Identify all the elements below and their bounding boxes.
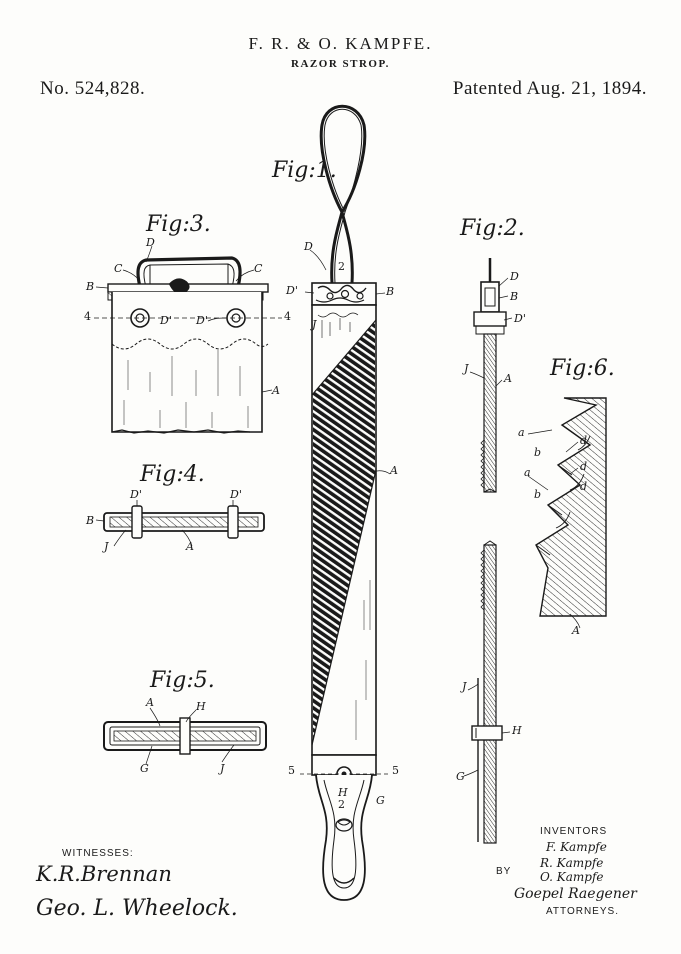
fig5-label-A: A: [146, 696, 154, 709]
fig5-cross-section: [103, 717, 267, 755]
fig3-label-D-prime-1: D': [160, 314, 172, 327]
attorneys-label: ATTORNEYS.: [546, 906, 619, 917]
fig6-label-d-3: d: [580, 480, 588, 493]
patent-number: No. 524,828.: [40, 78, 146, 99]
fig6-label-d-2: d: [580, 460, 588, 473]
fig1-label-D-prime: D': [286, 284, 298, 297]
fig1-label-G: G: [376, 794, 385, 807]
fig3-clamp-detail: [94, 256, 282, 434]
fig2-label-J-top: J: [464, 362, 469, 375]
inventor-signature-3: O. Kampfe: [540, 870, 604, 884]
fig3-label-C-left: C: [114, 262, 123, 275]
fig1-label-5-right: 5: [392, 764, 399, 777]
fig6-label-a-2: a: [524, 466, 531, 479]
fig4-caption: Fig:4.: [140, 462, 205, 487]
witnesses-label: WITNESSES:: [62, 848, 134, 859]
fig3-label-A: A: [272, 384, 280, 397]
fig3-label-C-right: C: [254, 262, 263, 275]
fig3-label-4-left: 4: [84, 310, 91, 323]
fig2-label-B: B: [510, 290, 519, 303]
fig1-label-J: J: [312, 318, 317, 331]
fig1-strop: [300, 104, 390, 901]
fig1-label-D: D: [304, 240, 313, 253]
patent-date: Patented Aug. 21, 1894.: [452, 78, 647, 99]
inventor-signature-1: F. Kampfe: [546, 840, 607, 854]
patent-inventors-header: F. R. & O. KAMPFE.: [248, 34, 433, 53]
fig3-caption: Fig:3.: [146, 212, 211, 237]
fig5-label-J: J: [220, 762, 225, 775]
fig6-caption: Fig:6.: [550, 356, 615, 381]
fig2-label-H: H: [512, 724, 522, 737]
attorney-signature: Goepel Raegener: [514, 886, 637, 902]
fig6-label-b-1: b: [534, 446, 542, 459]
fig1-label-2-top: 2: [338, 260, 345, 273]
fig4-label-D-prime-right: D': [230, 488, 242, 501]
fig6-label-b-2: b: [534, 488, 542, 501]
fig1-caption: Fig:1.: [272, 158, 337, 183]
fig6-label-A: A: [572, 624, 580, 637]
witness-signature-1: K.R.Brennan: [36, 862, 172, 886]
fig1-label-H: H: [338, 786, 348, 799]
witness-signature-2: Geo. L. Wheelock.: [36, 896, 238, 921]
fig2-label-A: A: [504, 372, 512, 385]
fig5-label-G: G: [140, 762, 149, 775]
fig5-caption: Fig:5.: [150, 668, 215, 693]
inventors-label: INVENTORS: [540, 826, 608, 837]
fig3-label-B: B: [86, 280, 95, 293]
fig4-label-D-prime-left: D': [130, 488, 142, 501]
leader-lines: [95, 245, 581, 777]
fig3-label-4-right: 4: [284, 310, 291, 323]
fig2-label-G: G: [456, 770, 465, 783]
fig1-label-B: B: [386, 285, 395, 298]
fig4-label-B: B: [86, 514, 95, 527]
fig4-cross-section: [103, 500, 265, 539]
patent-title: RAZOR STROP.: [291, 58, 390, 70]
fig6-label-d-1: d: [580, 434, 588, 447]
fig1-label-A: A: [390, 464, 398, 477]
fig3-label-D: D: [146, 236, 155, 249]
fig2-label-D-prime: D': [514, 312, 526, 325]
fig6-label-a-1: a: [518, 426, 525, 439]
fig2-caption: Fig:2.: [460, 216, 525, 241]
fig5-label-H: H: [196, 700, 206, 713]
inventor-signature-2: R. Kampfe: [540, 856, 604, 870]
fig2-side-view: [471, 258, 507, 844]
fig2-label-J-bottom: J: [462, 680, 467, 693]
fig3-label-D-prime-2: D': [196, 314, 208, 327]
fig1-label-5-left: 5: [288, 764, 295, 777]
fig1-label-2-bottom: 2: [338, 798, 345, 811]
fig4-label-A: A: [186, 540, 194, 553]
by-label: BY: [496, 866, 512, 877]
fig6-serrated-section: [535, 397, 607, 617]
fig4-label-J: J: [104, 540, 109, 553]
fig2-label-D: D: [510, 270, 519, 283]
